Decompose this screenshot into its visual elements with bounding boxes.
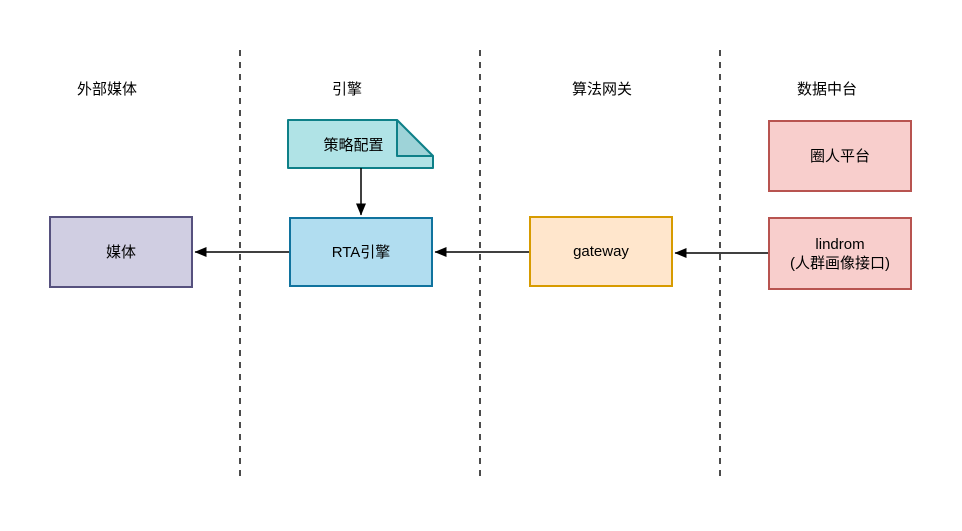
node-lindrom-label-line2: (人群画像接口) — [790, 254, 890, 272]
note-fold-corner — [396, 119, 434, 157]
lane-header-engine: 引擎 — [331, 81, 363, 98]
node-strategy-config-label: 策略配置 — [323, 136, 384, 154]
lane-header-algorithm-gateway: 算法网关 — [571, 81, 633, 98]
node-audience-platform-label: 圈人平台 — [809, 147, 870, 165]
node-media-label: 媒体 — [105, 243, 136, 261]
node-rta-engine-label: RTA引擎 — [331, 243, 391, 261]
lane-header-external-media: 外部媒体 — [76, 81, 138, 98]
node-lindrom-label-line1: lindrom — [815, 235, 865, 253]
node-audience-platform: 圈人平台 — [768, 120, 912, 192]
node-lindrom: lindrom (人群画像接口) — [768, 217, 912, 290]
node-gateway-label: gateway — [573, 243, 629, 260]
node-gateway: gateway — [529, 216, 673, 287]
lane-header-data-platform: 数据中台 — [796, 81, 858, 98]
node-rta-engine: RTA引擎 — [289, 217, 433, 287]
node-media: 媒体 — [49, 216, 193, 288]
